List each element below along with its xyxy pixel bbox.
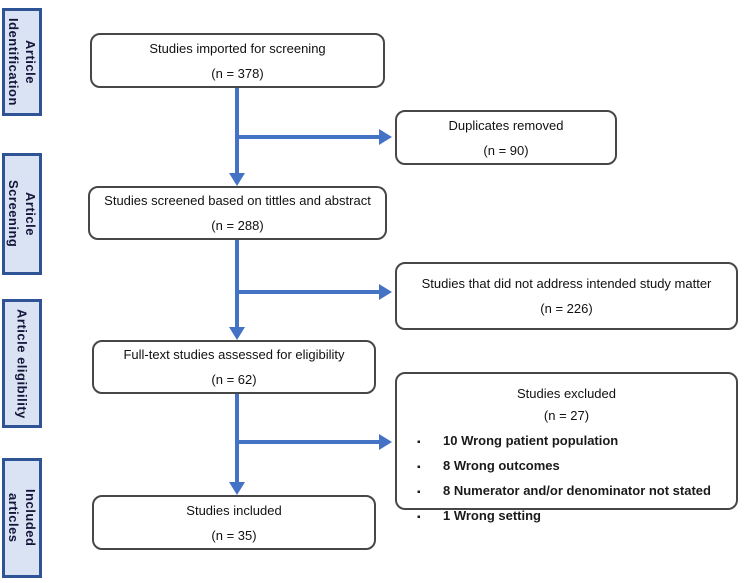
sidebar-item-article-eligibility: Article eligibility xyxy=(2,299,42,428)
flow-box-fulltext: Full-text studies assessed for eligibili… xyxy=(92,340,376,394)
exclusion-reason-item: ▪ 8 Numerator and/or denominator not sta… xyxy=(413,479,728,504)
square-bullet-icon: ▪ xyxy=(417,462,421,473)
exclusion-reasons-list: ▪ 10 Wrong patient population ▪ 8 Wrong … xyxy=(397,427,736,529)
sidebar-label: Article Screening xyxy=(6,180,38,248)
flow-box-count: (n = 27) xyxy=(543,408,590,423)
flow-box-title: Full-text studies assessed for eligibili… xyxy=(123,347,345,362)
flow-box-count: (n = 62) xyxy=(211,372,257,387)
flow-box-title: Duplicates removed xyxy=(448,117,564,133)
exclusion-reason-text: 10 Wrong patient population xyxy=(443,433,619,448)
exclusion-reason-text: 1 Wrong setting xyxy=(443,508,541,523)
arrowhead-right-1 xyxy=(379,129,392,145)
arrowhead-right-2 xyxy=(379,284,392,300)
flow-box-included: Studies included (n = 35) xyxy=(92,495,376,550)
exclusion-reason-text: 8 Wrong outcomes xyxy=(443,458,560,473)
sidebar-item-article-screening: Article Screening xyxy=(2,153,42,275)
exclusion-reason-item: ▪ 1 Wrong setting xyxy=(413,504,728,529)
arrowhead-down-3 xyxy=(229,482,245,495)
flow-box-title: Studies imported for screening xyxy=(149,40,326,56)
flow-box-screened: Studies screened based on tittles and ab… xyxy=(88,186,387,240)
exclusion-reason-item: ▪ 10 Wrong patient population xyxy=(413,429,728,454)
arrowhead-down-1 xyxy=(229,173,245,186)
flow-box-duplicates-removed: Duplicates removed (n = 90) xyxy=(395,110,617,165)
flow-box-not-address: Studies that did not address intended st… xyxy=(395,262,738,330)
flow-box-title: Studies excluded xyxy=(516,386,616,401)
flow-box-count: (n = 288) xyxy=(211,218,264,233)
flow-box-excluded: Studies excluded (n = 27) ▪ 10 Wrong pat… xyxy=(395,372,738,523)
flow-box-count: (n = 226) xyxy=(540,301,593,316)
flow-box-count: (n = 35) xyxy=(211,527,257,543)
exclusion-reason-text: 8 Numerator and/or denominator not state… xyxy=(443,483,711,498)
flow-box-title: Studies screened based on tittles and ab… xyxy=(104,193,371,208)
sidebar-label: Article eligibility xyxy=(14,308,30,419)
sidebar-label: Included articles xyxy=(6,489,38,547)
sidebar-item-included-articles: Included articles xyxy=(2,458,42,578)
sidebar-item-article-identification: Article Identification xyxy=(2,8,42,116)
flow-box-title: Studies included xyxy=(186,502,282,518)
flow-box-count: (n = 378) xyxy=(211,65,264,81)
exclusion-reason-item: ▪ 8 Wrong outcomes xyxy=(413,454,728,479)
arrowhead-right-3 xyxy=(379,434,392,450)
arrowhead-down-2 xyxy=(229,327,245,340)
flow-box-imported: Studies imported for screening (n = 378) xyxy=(90,33,385,88)
sidebar-label: Article Identification xyxy=(6,18,38,106)
square-bullet-icon: ▪ xyxy=(417,512,421,523)
square-bullet-icon: ▪ xyxy=(417,437,421,448)
flow-box-title: Studies that did not address intended st… xyxy=(421,276,712,291)
square-bullet-icon: ▪ xyxy=(417,487,421,498)
flow-box-count: (n = 90) xyxy=(483,142,529,158)
